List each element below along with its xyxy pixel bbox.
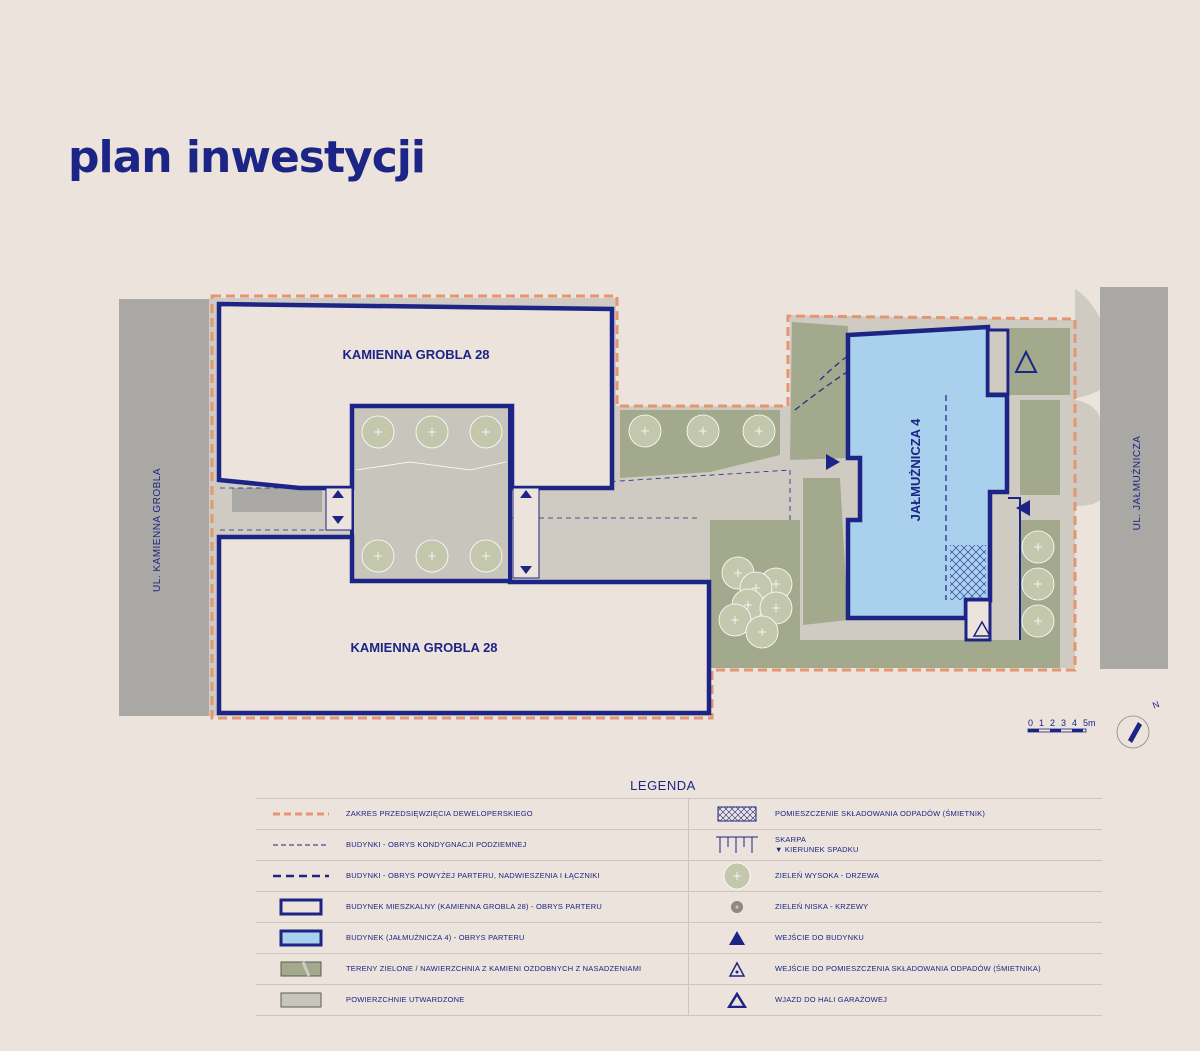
waste-entrance-icon — [699, 961, 775, 977]
upper-floor-line-icon — [256, 873, 346, 879]
building-kamienna-north — [216, 301, 615, 491]
legend-row: ZAKRES PRZEDSIĘWZIĘCIA DEWELOPERSKIEGO P… — [256, 798, 1102, 829]
legend-label: BUDYNEK MIESZKALNY (KAMIENNA GROBLA 28) … — [346, 902, 602, 911]
legend-table: ZAKRES PRZEDSIĘWZIĘCIA DEWELOPERSKIEGO P… — [256, 798, 1102, 1016]
paved-area-icon — [256, 991, 346, 1009]
entrance-triangle-icon — [699, 930, 775, 946]
slope-label: SKARPA — [775, 835, 807, 844]
green-area-icon — [256, 960, 346, 978]
entrance-icon-1 — [826, 454, 840, 470]
tree-icon — [699, 861, 775, 891]
legend-label: BUDYNKI - OBRYS KONDYGNACJI PODZIEMNEJ — [346, 840, 527, 849]
legend-label: ZIELEŃ NISKA - KRZEWY — [775, 902, 869, 911]
entrance-icon-2 — [1016, 500, 1030, 516]
garage-entrance-icon — [1014, 349, 1038, 373]
legend-row: TERENY ZIELONE / NAWIERZCHNIA Z KAMIENI … — [256, 953, 1102, 984]
blue-building-icon — [256, 929, 346, 947]
boundary-line-icon — [256, 811, 346, 817]
building-label-south: KAMIENNA GROBLA 28 — [350, 640, 497, 655]
legend-title: LEGENDA — [630, 778, 696, 793]
legend-label: POWIERZCHNIE UTWARDZONE — [346, 995, 465, 1004]
building-label-east: JAŁMUŻNICZA 4 — [908, 418, 923, 522]
waste-room — [950, 545, 986, 600]
north-label: N — [1151, 699, 1161, 711]
waste-entrance-icon — [972, 620, 992, 637]
legend-label: BUDYNKI - OBRYS POWYŻEJ PARTERU, NADWIES… — [346, 871, 600, 880]
legend-label: POMIESZCZENIE SKŁADOWANIA ODPADÓW (ŚMIET… — [775, 809, 986, 818]
legend-label: WEJŚCIE DO POMIESZCZENIA SKŁADOWANIA ODP… — [775, 964, 1041, 973]
slope-icon — [699, 835, 775, 855]
legend-label: TERENY ZIELONE / NAWIERZCHNIA Z KAMIENI … — [346, 964, 642, 973]
legend-label: ZIELEŃ WYSOKA - DRZEWA — [775, 871, 880, 880]
legend-row: BUDYNEK MIESZKALNY (KAMIENNA GROBLA 28) … — [256, 891, 1102, 922]
street-label-east: UL. JAŁMUŻNICZA — [1130, 436, 1143, 531]
site-plan: KAMIENNA GROBLA 28 KAMIENNA GROBLA 28 JA… — [119, 287, 1168, 749]
scale-tick-5: 5m — [1083, 718, 1096, 728]
scale-tick-2: 2 — [1050, 718, 1055, 728]
legend-row: BUDYNEK (JAŁMUŻNICZA 4) - OBRYS PARTERU … — [256, 922, 1102, 953]
legend-row: POWIERZCHNIE UTWARDZONE WJAZD DO HALI GA… — [256, 984, 1102, 1016]
garage-entrance-icon — [699, 992, 775, 1008]
shrub-icon — [699, 899, 775, 915]
legend-label: ZAKRES PRZEDSIĘWZIĘCIA DEWELOPERSKIEGO — [346, 809, 533, 818]
waste-room-icon — [699, 806, 775, 822]
slope-sub-label: ▼ KIERUNEK SPADKU — [775, 845, 859, 854]
legend-label: BUDYNEK (JAŁMUŻNICZA 4) - OBRYS PARTERU — [346, 933, 525, 942]
green-area-lower — [710, 640, 1060, 668]
scale-tick-0: 0 — [1028, 718, 1033, 728]
legend-label: SKARPA▼ KIERUNEK SPADKU — [775, 835, 1102, 855]
scale-tick-3: 3 — [1061, 718, 1066, 728]
street-label-west: UL. KAMIENNA GROBLA — [152, 468, 163, 592]
street-west — [119, 299, 209, 716]
green-area-east-strip — [803, 478, 848, 625]
scale-tick-1: 1 — [1039, 718, 1044, 728]
page-title: plan inwestycji — [68, 132, 426, 183]
north-arrow-icon: N — [1116, 699, 1161, 749]
legend-row: BUDYNKI - OBRYS KONDYGNACJI PODZIEMNEJ S… — [256, 829, 1102, 860]
site-boundary — [210, 294, 1077, 720]
scale-bar: 0 1 2 3 4 5m — [1027, 718, 1096, 733]
legend-label: WJAZD DO HALI GARAŻOWEJ — [775, 995, 888, 1004]
street-east — [1100, 287, 1168, 669]
green-area-east — [1020, 400, 1060, 495]
residential-outline-icon — [256, 898, 346, 916]
underground-line-icon — [256, 842, 346, 848]
legend-row: BUDYNKI - OBRYS POWYŻEJ PARTERU, NADWIES… — [256, 860, 1102, 891]
scale-tick-4: 4 — [1072, 718, 1077, 728]
building-label-north: KAMIENNA GROBLA 28 — [342, 347, 489, 362]
legend-label: WEJŚCIE DO BUDYNKU — [775, 933, 865, 942]
